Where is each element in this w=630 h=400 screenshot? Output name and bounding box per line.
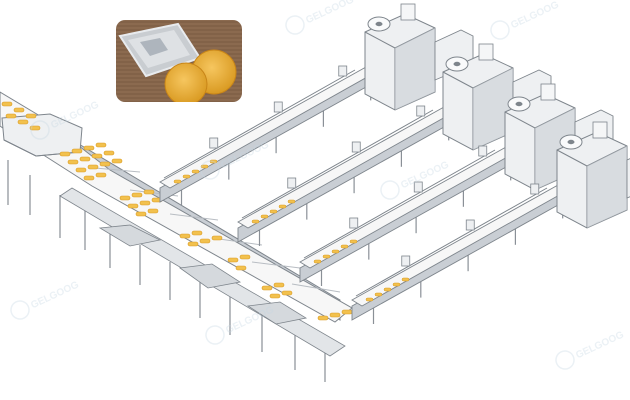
biscuit-photo-2 [164, 62, 208, 102]
biscuit [401, 277, 410, 282]
branch-line-2 [237, 43, 552, 246]
branch-line-1 [159, 3, 474, 206]
biscuit [278, 204, 287, 209]
watermark-text: GELGOOG [224, 304, 276, 336]
biscuit [182, 174, 191, 179]
biscuit [173, 179, 182, 184]
biscuit [349, 239, 358, 244]
product-inset-photo [116, 20, 242, 102]
biscuits-on-main-belt [1, 101, 353, 321]
control-panel [540, 83, 556, 101]
control-panel [592, 121, 608, 139]
biscuit [322, 254, 331, 259]
biscuit [340, 244, 349, 249]
biscuit [331, 249, 340, 254]
flow-wrapper-2 [442, 43, 552, 151]
biscuit [383, 287, 392, 292]
biscuit [200, 164, 209, 169]
control-panel [400, 3, 416, 21]
watermark-text: GELGOOG [574, 329, 626, 361]
biscuit [269, 209, 278, 214]
main-conveyor [0, 91, 353, 382]
watermark-text: GELGOOG [509, 0, 561, 31]
biscuit [374, 292, 383, 297]
biscuit [260, 214, 269, 219]
branch-line-4 [351, 121, 630, 324]
watermark-text: GELGOOG [304, 0, 356, 26]
biscuit [251, 219, 260, 224]
biscuit [392, 282, 401, 287]
biscuit [191, 169, 200, 174]
branch-feed-lines [159, 3, 630, 324]
biscuit [313, 259, 322, 264]
control-panel [478, 43, 494, 61]
sealed-pouch [118, 22, 202, 78]
biscuit [365, 297, 374, 302]
biscuit [209, 159, 218, 164]
biscuit [287, 199, 296, 204]
flow-wrapper-1 [364, 3, 474, 111]
watermark-text: GELGOOG [29, 279, 81, 311]
flow-wrapper-4 [556, 121, 630, 229]
